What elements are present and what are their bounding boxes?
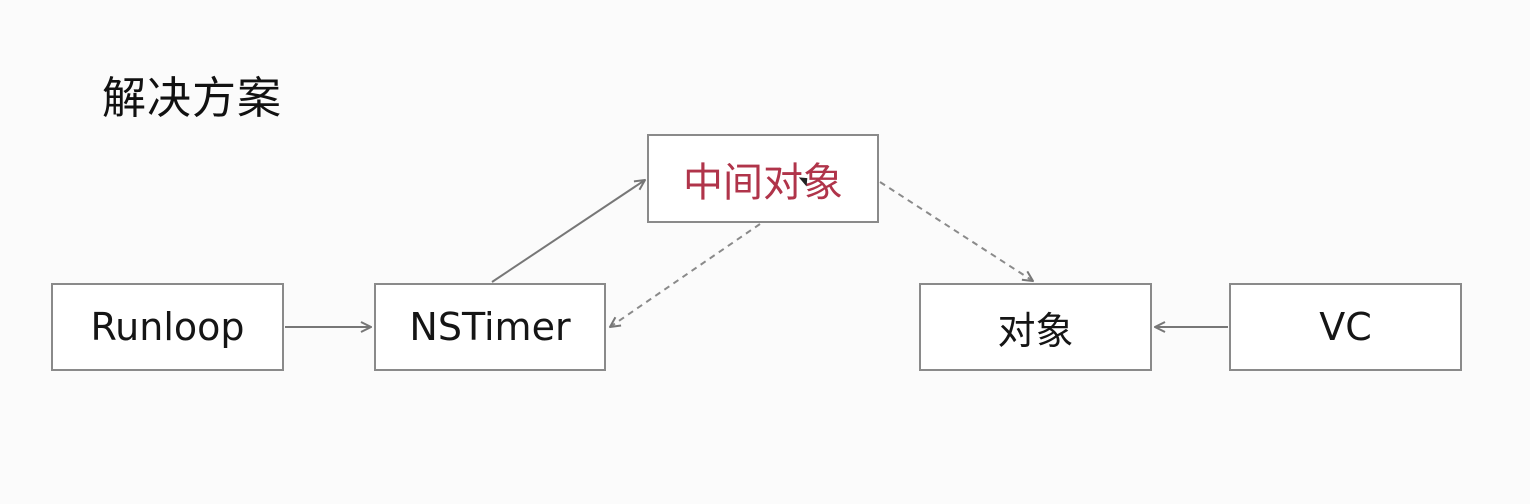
arrow-middle-to-nstimer-weak <box>610 223 761 327</box>
node-middle-object-label: 中间对象 <box>683 159 843 206</box>
node-nstimer: NSTimer <box>374 283 606 371</box>
node-runloop-label: Runloop <box>90 305 245 349</box>
arrow-nstimer-to-middle <box>491 180 645 283</box>
arrow-middle-to-object-weak <box>879 181 1033 281</box>
slide-title: 解决方案 <box>102 73 282 124</box>
node-runloop: Runloop <box>51 283 284 371</box>
node-middle-object: 中间对象 <box>647 134 879 223</box>
node-vc: VC <box>1229 283 1462 371</box>
node-object: 对象 <box>919 283 1152 371</box>
node-object-label: 对象 <box>997 308 1074 353</box>
node-vc-label: VC <box>1319 305 1372 349</box>
node-nstimer-label: NSTimer <box>409 305 571 349</box>
